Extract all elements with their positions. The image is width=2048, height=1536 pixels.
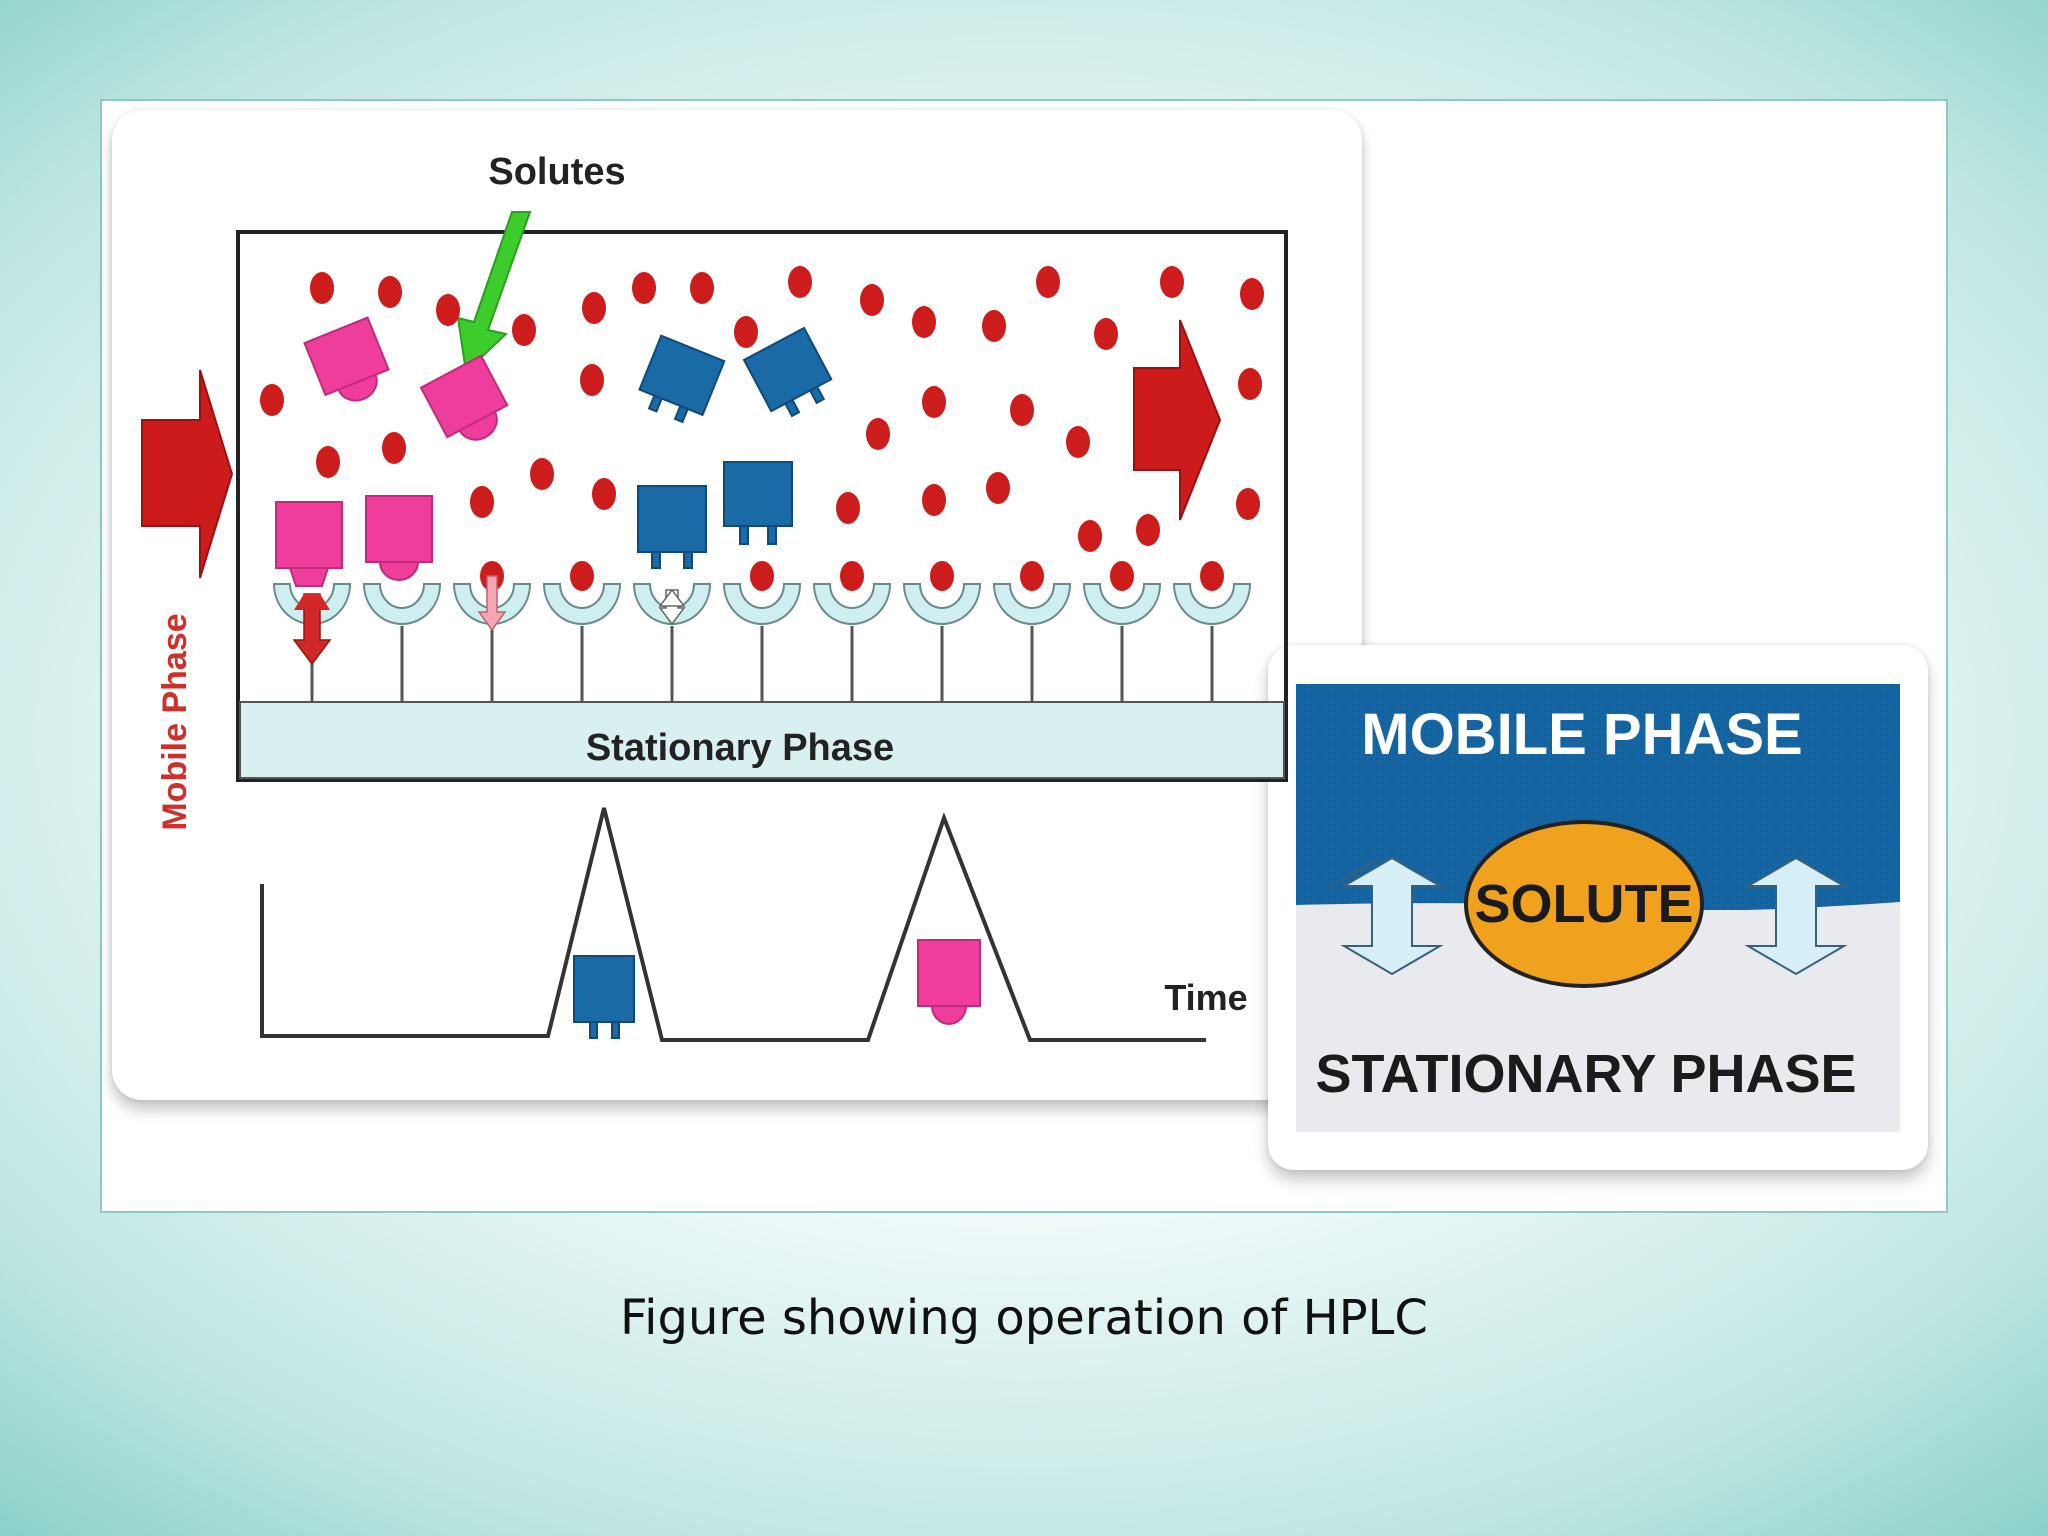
- column: [236, 230, 1288, 782]
- mobile-phase-label: MOBILE PHASE: [1361, 702, 1803, 767]
- mobile-phase-outlet-arrow: [1133, 319, 1222, 521]
- solutes-label: Solutes: [488, 151, 625, 193]
- figure-caption: Figure showing operation of HPLC: [620, 1290, 1428, 1346]
- stationary-phase-bar: [239, 701, 1285, 779]
- time-axis-label: Time: [1164, 977, 1247, 1018]
- solutes-pointer-arrow: [456, 211, 532, 375]
- mobile-phase-side-label: Mobile Phase: [156, 613, 194, 830]
- pink-peak-solute: [917, 939, 981, 1025]
- stationary-cups: [272, 583, 1252, 625]
- chromatogram: [260, 807, 1206, 1042]
- blue-solutes: [637, 326, 833, 569]
- adsorbed-beads: [480, 561, 1224, 591]
- mobile-phase-beads: [260, 266, 1264, 552]
- stationary-sites: [310, 626, 1214, 702]
- pink-solutes: [275, 316, 509, 587]
- solute-oval: [1464, 820, 1704, 988]
- left-exchange-arrow: [1327, 856, 1444, 976]
- right-exchange-arrow: [1744, 856, 1848, 976]
- solute-label: SOLUTE: [1474, 874, 1693, 934]
- phase-panel: [1296, 684, 1900, 1132]
- blue-peak-solute: [573, 955, 635, 1039]
- mobile-phase-inlet-arrow: [141, 369, 234, 579]
- stationary-phase-label: Stationary Phase: [586, 727, 894, 769]
- interaction-arrows: [292, 575, 686, 666]
- stationary-phase-panel-label: STATIONARY PHASE: [1315, 1044, 1856, 1104]
